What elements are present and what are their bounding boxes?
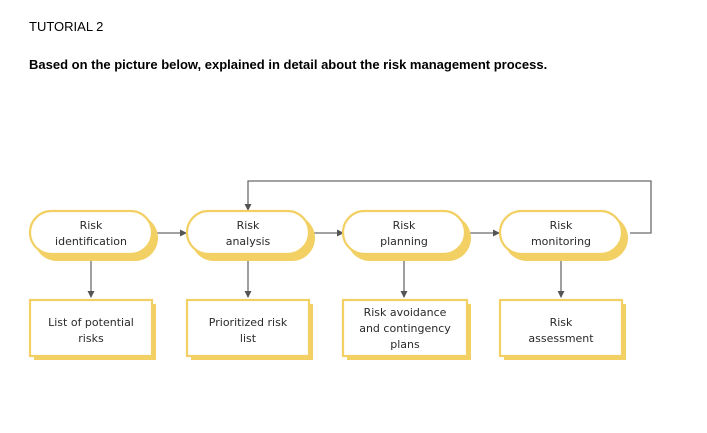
output-label-line1: Risk avoidance — [364, 306, 447, 319]
output-list-of-potential-risks: List of potential risks — [28, 298, 156, 360]
output-risk-avoidance-plans: Risk avoidance and contingency plans — [341, 298, 471, 360]
step-risk-planning: Risk planning — [341, 209, 471, 261]
tutorial-title: TUTORIAL 2 — [29, 19, 104, 34]
step-risk-monitoring: Risk monitoring — [498, 209, 628, 261]
output-label-line1: Prioritized risk — [209, 316, 288, 329]
step-label-line1: Risk — [550, 219, 573, 232]
step-label-line1: Risk — [80, 219, 103, 232]
output-label-line1: List of potential — [48, 316, 134, 329]
step-label-line1: Risk — [237, 219, 260, 232]
output-risk-assessment: Risk assessment — [498, 298, 626, 360]
step-risk-identification: Risk identification — [28, 209, 158, 261]
step-label-line2: planning — [380, 235, 428, 248]
step-label-line2: identification — [55, 235, 127, 248]
step-label-line2: analysis — [226, 235, 271, 248]
feedback-loop-arrow — [244, 180, 652, 234]
output-label-line3: plans — [390, 338, 420, 351]
step-label-line1: Risk — [393, 219, 416, 232]
step-risk-analysis: Risk analysis — [185, 209, 315, 261]
output-label-line2: assessment — [528, 332, 594, 345]
step-label-line2: monitoring — [531, 235, 591, 248]
output-label-line2: and contingency — [359, 322, 451, 335]
output-prioritized-risk-list: Prioritized risk list — [185, 298, 313, 360]
output-label-line2: list — [240, 332, 257, 345]
tutorial-instruction: Based on the picture below, explained in… — [29, 57, 548, 72]
output-label-line2: risks — [78, 332, 104, 345]
output-label-line1: Risk — [550, 316, 573, 329]
